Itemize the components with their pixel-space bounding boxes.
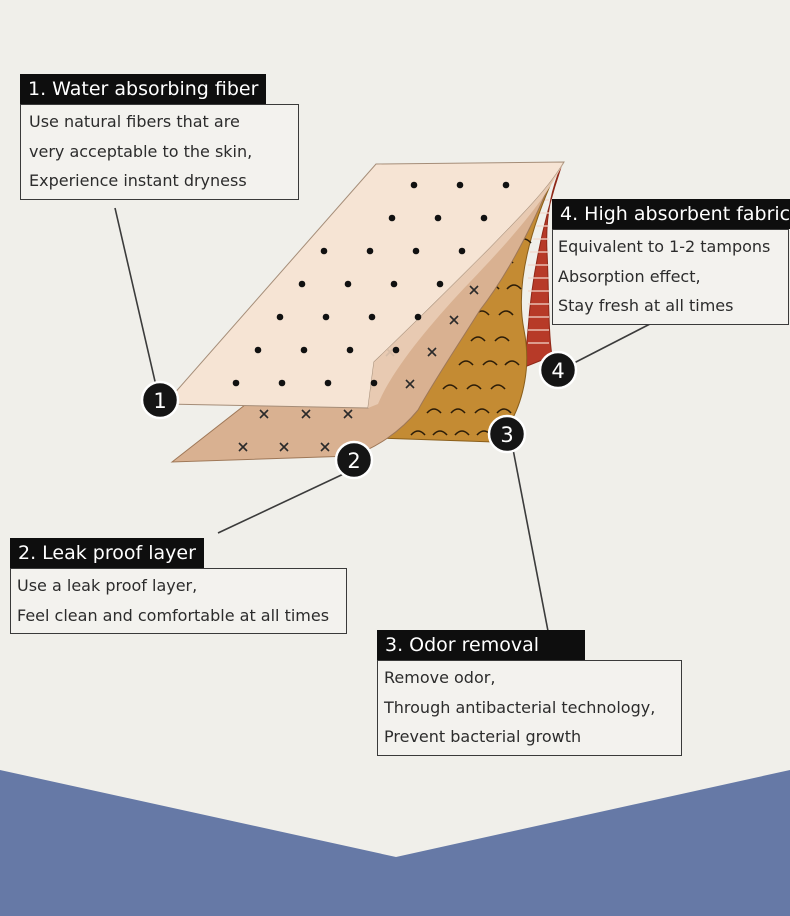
leak-proof-cross — [279, 442, 289, 452]
fiber-dot — [458, 247, 466, 255]
fiber-dot — [392, 346, 400, 354]
leak-proof-cross — [469, 285, 479, 295]
callout-high-absorbent-fabric: 4. High absorbent fabric Equivalent to 1… — [552, 199, 790, 325]
fiber-dot — [366, 247, 374, 255]
callout-leak-proof-layer: 2. Leak proof layer Use a leak proof lay… — [10, 538, 347, 634]
fiber-dot — [278, 379, 286, 387]
leader-lines — [114, 207, 651, 632]
marker-3-label: 3 — [500, 423, 513, 447]
absorbent-stripes — [528, 199, 549, 344]
fiber-dot — [254, 346, 262, 354]
leak-proof-cross — [301, 409, 311, 419]
fiber-dot — [390, 280, 398, 288]
odor-arc — [450, 408, 466, 414]
callout-water-absorbing-fiber: 1. Water absorbing fiber Use natural fib… — [20, 74, 299, 200]
odor-arc — [426, 408, 442, 414]
marker-4-label: 4 — [551, 359, 564, 383]
leader-line-2 — [217, 469, 353, 534]
fiber-dot-pattern — [232, 181, 510, 387]
callout-1-line: Experience instant dryness — [29, 171, 247, 190]
odor-arc — [498, 310, 514, 316]
odor-arc — [496, 408, 512, 414]
fiber-dot — [436, 280, 444, 288]
fiber-dot — [324, 379, 332, 387]
callout-2-title: 2. Leak proof layer — [10, 538, 204, 568]
leak-proof-cross — [427, 347, 437, 357]
fiber-dot — [320, 247, 328, 255]
marker-1-label: 1 — [153, 389, 166, 413]
callout-4-line: Absorption effect, — [558, 266, 701, 286]
callout-4-line: Stay fresh at all times — [558, 296, 734, 315]
fiber-dot — [412, 247, 420, 255]
leader-line-4 — [573, 323, 651, 364]
fiber-dot — [346, 346, 354, 354]
callout-4-title: 4. High absorbent fabric — [552, 199, 790, 229]
marker-3: 3 — [487, 414, 527, 454]
marker-1: 1 — [140, 380, 180, 420]
odor-arc — [490, 384, 506, 390]
callout-4-line: Equivalent to 1-2 tampons — [558, 237, 771, 256]
leader-line-1 — [114, 207, 158, 391]
callout-3-description: Remove odor, Through antibacterial techn… — [377, 660, 682, 756]
fiber-dot — [370, 379, 378, 387]
leak-proof-cross — [259, 409, 269, 419]
leak-proof-cross — [343, 409, 353, 419]
odor-arc — [454, 430, 470, 436]
callout-3-line: Prevent bacterial growth — [384, 727, 582, 746]
callout-1-title: 1. Water absorbing fiber — [20, 74, 267, 104]
marker-2-label: 2 — [347, 449, 360, 473]
callout-3-line: Remove odor, — [384, 668, 496, 687]
marker-2: 2 — [334, 440, 374, 480]
fiber-dot — [388, 214, 396, 222]
bottom-band — [0, 770, 790, 916]
callout-4-description: Equivalent to 1-2 tampons Absorption eff… — [552, 229, 789, 325]
layer-fiber-edge-shadow — [368, 162, 564, 408]
leak-proof-cross — [320, 442, 330, 452]
callout-odor-removal: 3. Odor removal Remove odor, Through ant… — [377, 630, 682, 756]
leak-proof-cross — [449, 315, 459, 325]
callout-3-line: Through antibacterial technology, — [384, 697, 656, 717]
fiber-dot — [232, 379, 240, 387]
fiber-dot — [300, 346, 308, 354]
leak-proof-cross — [405, 379, 415, 389]
odor-arc — [466, 384, 482, 390]
callout-2-line: Feel clean and comfortable at all times — [17, 605, 330, 625]
odor-arc — [470, 336, 486, 342]
fiber-dot — [414, 313, 422, 321]
marker-4: 4 — [538, 350, 578, 390]
fiber-dot — [434, 214, 442, 222]
callout-1-description: Use natural fibers that are very accepta… — [20, 104, 299, 200]
leak-proof-cross — [238, 442, 248, 452]
fiber-dot — [368, 313, 376, 321]
leader-line-3 — [511, 443, 549, 632]
odor-arc — [458, 360, 474, 366]
fiber-dot — [480, 214, 488, 222]
fiber-dot — [298, 280, 306, 288]
odor-arc — [474, 408, 490, 414]
odor-arc — [506, 284, 522, 290]
fiber-dot — [322, 313, 330, 321]
callout-2-line: Use a leak proof layer, — [17, 576, 198, 595]
callout-2-description: Use a leak proof layer, Feel clean and c… — [10, 568, 347, 634]
callout-3-title: 3. Odor removal — [377, 630, 585, 660]
odor-arc — [442, 384, 458, 390]
fiber-dot — [456, 181, 464, 189]
callout-1-line: very acceptable to the skin, — [29, 141, 253, 161]
fiber-dot — [276, 313, 284, 321]
fiber-dot — [502, 181, 510, 189]
odor-arc — [504, 360, 520, 366]
odor-arc — [482, 360, 498, 366]
odor-arc — [494, 336, 510, 342]
odor-arc — [432, 430, 448, 436]
fiber-dot — [410, 181, 418, 189]
callout-1-line: Use natural fibers that are — [29, 112, 240, 131]
odor-arc — [410, 430, 426, 436]
fiber-dot — [344, 280, 352, 288]
